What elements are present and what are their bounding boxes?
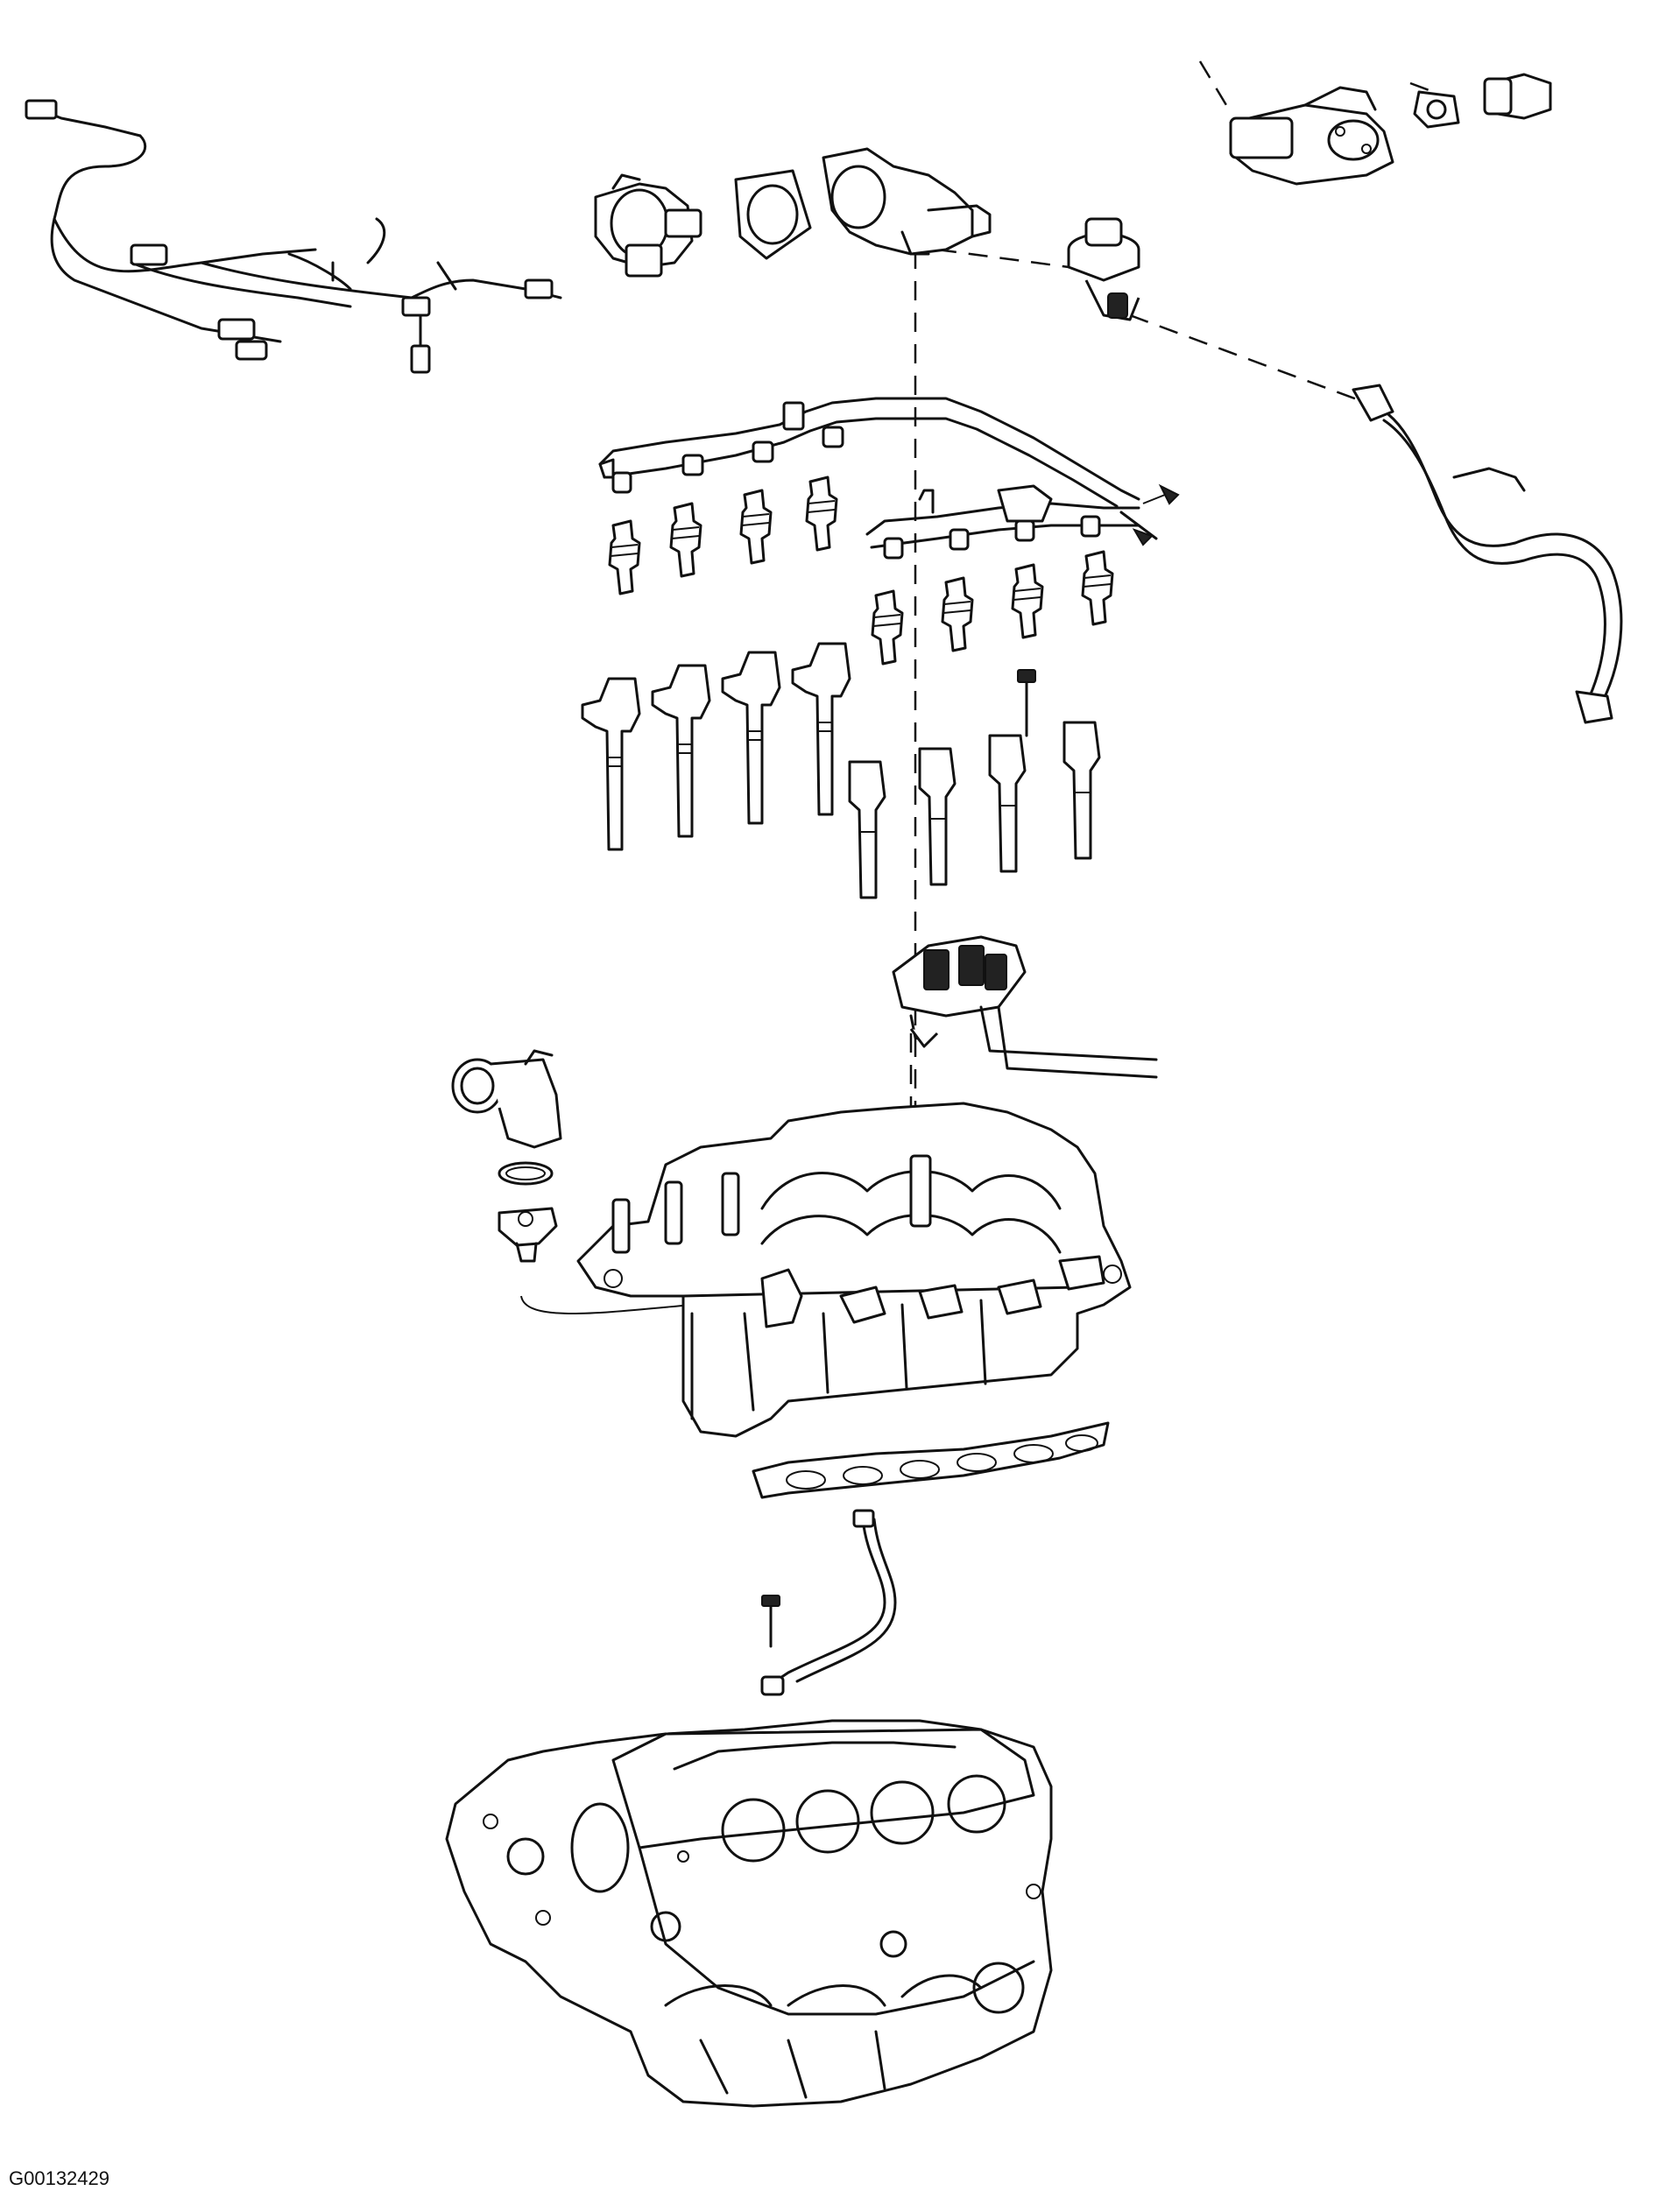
fuel-injector-wiring-harness xyxy=(25,99,562,374)
fuel-rail-left xyxy=(598,397,1140,508)
intake-manifold-gasket xyxy=(752,1421,1110,1499)
fuel-rail-right xyxy=(865,483,1180,560)
ignition-coils-left-bank xyxy=(581,642,851,851)
egr-tube xyxy=(1352,384,1623,724)
egr-valve xyxy=(1067,217,1140,321)
throttle-body xyxy=(594,173,702,278)
egr-pressure-sensor-bracket xyxy=(892,935,1158,1079)
assembly-dash-lines xyxy=(520,60,1446,1646)
throttle-body-gasket xyxy=(734,169,812,260)
figure-code: G00132429 xyxy=(9,2167,109,2189)
thermostat-gasket xyxy=(498,1161,554,1186)
thermostat-housing xyxy=(451,1049,562,1149)
egr-vacuum-regulator-assembly xyxy=(1229,73,1552,186)
fuel-injectors-left-bank xyxy=(608,476,838,595)
fuel-injectors-right-bank xyxy=(871,550,1114,666)
ignition-coils-right-bank xyxy=(848,669,1101,899)
knock-sensor xyxy=(760,1509,897,1696)
thermostat xyxy=(498,1207,558,1263)
throttle-body-adapter xyxy=(822,147,992,256)
intake-manifold xyxy=(576,1102,1132,1438)
engine-block xyxy=(445,1719,1053,2108)
